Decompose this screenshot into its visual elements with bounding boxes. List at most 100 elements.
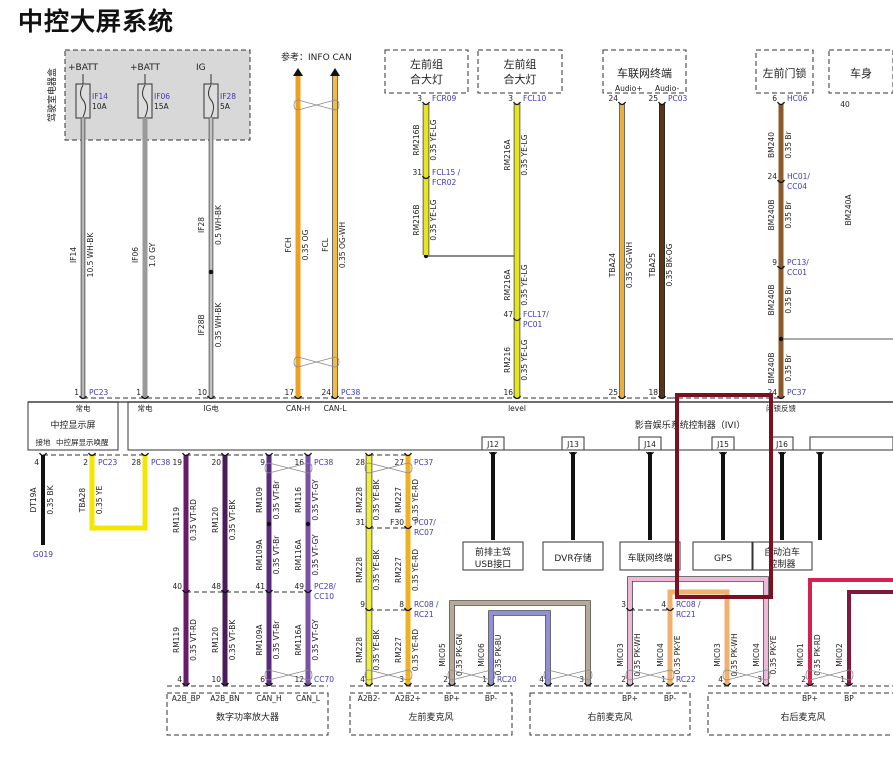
pin-terminal-icon bbox=[303, 589, 313, 594]
pin-terminal-icon bbox=[264, 589, 274, 594]
component-name: 左前麦克风 bbox=[408, 711, 453, 723]
connector-id: PC23 bbox=[89, 388, 109, 397]
wire-code: TBA24 bbox=[608, 253, 617, 279]
wire-spec: 0.35 Br bbox=[784, 130, 793, 158]
wire-code: RM228 bbox=[355, 487, 364, 513]
connector-id: RC07 bbox=[414, 528, 434, 537]
wire-spec: 0.35 OG-WH bbox=[338, 222, 347, 268]
wire-spec: 0.35 BK-OG bbox=[665, 243, 674, 286]
wire-outline bbox=[627, 576, 769, 685]
pin-terminal-icon bbox=[776, 179, 786, 184]
wire-code: RM109A bbox=[255, 624, 264, 656]
wire-spec: 0.35 PK-WH bbox=[730, 633, 739, 676]
ground-id: G019 bbox=[33, 550, 53, 559]
wire-spec: 0.35 VT-Br bbox=[272, 535, 281, 575]
wire-code: BM240B bbox=[767, 199, 776, 230]
wire-spec: 0.35 VT-BK bbox=[228, 499, 237, 541]
wire-spec: 0.35 VT-GY bbox=[311, 479, 320, 521]
pin-terminal-icon bbox=[330, 395, 340, 400]
j-connector-label-box bbox=[711, 436, 735, 451]
device-box bbox=[692, 541, 754, 571]
wire-code: RM228 bbox=[355, 637, 364, 663]
pin-number: 1 bbox=[482, 675, 487, 684]
wire-spec: 0.35 PK-WH bbox=[633, 633, 642, 676]
wire-code: RM227 bbox=[394, 557, 403, 583]
fuse-element-icon bbox=[80, 84, 86, 118]
pin-terminal-icon bbox=[364, 452, 374, 457]
pin-number: 10 bbox=[197, 388, 207, 397]
wire-spec: 0.35 VT-GY bbox=[311, 534, 320, 576]
twisted-pair-icon bbox=[364, 462, 413, 474]
pin-terminal-icon bbox=[776, 101, 786, 106]
wire-spec: 0.35 PK-YE bbox=[673, 635, 682, 674]
twisted-pair-icon bbox=[722, 669, 771, 681]
pin-number: 1 bbox=[840, 675, 845, 684]
connector-id: CC01 bbox=[787, 268, 807, 277]
pin-number: 16 bbox=[503, 388, 513, 397]
pin-number: 3 bbox=[621, 600, 626, 609]
pin-number: 19 bbox=[172, 458, 182, 467]
twisted-pair-icon bbox=[543, 669, 593, 681]
wire-spec: 0.35 Br bbox=[784, 200, 793, 228]
can-reference-label: 参考：INFO CAN bbox=[281, 51, 352, 63]
connector-id: PC38 bbox=[151, 458, 171, 467]
component-pin-label: BP+ bbox=[622, 694, 638, 703]
pin-number: 2 bbox=[443, 675, 448, 684]
pin-number: 2 bbox=[83, 458, 88, 467]
pin-terminal-icon bbox=[220, 589, 230, 594]
component-pin-label: BP+ bbox=[802, 694, 818, 703]
pin-terminal-icon bbox=[181, 589, 191, 594]
pin-terminal-icon bbox=[264, 682, 274, 687]
pin-terminal-icon bbox=[568, 451, 578, 456]
pin-number: 4 bbox=[360, 675, 365, 684]
pin-number: 28 bbox=[131, 458, 141, 467]
component-pin-label: A2B_BN bbox=[210, 694, 240, 703]
wire-spec: 0.35 YE-LG bbox=[520, 134, 529, 175]
module-pin-label: 闭锁反馈 bbox=[766, 403, 796, 413]
wire-spec: 0.35 YE-LG bbox=[520, 264, 529, 305]
component-name: 合大灯 bbox=[410, 72, 443, 86]
pin-terminal-icon bbox=[805, 682, 815, 687]
component-pin-label: Audio+ bbox=[615, 84, 643, 93]
component-name: 右后麦克风 bbox=[780, 711, 825, 723]
pin-number: 9 bbox=[772, 258, 777, 267]
j-connector-id: J14 bbox=[643, 440, 656, 449]
connector-id: HC01/ bbox=[787, 172, 810, 181]
wire bbox=[628, 577, 768, 685]
wire-spec: 10.5 WH-BK bbox=[86, 232, 95, 278]
component-pin-label: BP- bbox=[485, 694, 498, 703]
display-module-box bbox=[27, 401, 119, 451]
component-name: 车身 bbox=[850, 66, 872, 80]
connector-id: PC13/ bbox=[787, 258, 809, 267]
device-box bbox=[619, 541, 681, 571]
component-box bbox=[529, 692, 691, 736]
pin-number: 25 bbox=[648, 94, 658, 103]
wire bbox=[667, 589, 730, 685]
connector-id: PC37 bbox=[787, 388, 807, 397]
pin-terminal-icon bbox=[447, 682, 457, 687]
pin-number: 31 bbox=[412, 168, 422, 177]
pin-terminal-icon bbox=[625, 607, 635, 612]
j-connector-label-box bbox=[561, 436, 585, 451]
connector-id: CC70 bbox=[314, 675, 334, 684]
connector-id: RC08 / bbox=[414, 600, 439, 609]
pin-number: 10 bbox=[211, 675, 221, 684]
pin-terminal-icon bbox=[776, 395, 786, 400]
component-name: 右前麦克风 bbox=[587, 711, 632, 723]
wire-spec: 0.35 YE-RD bbox=[411, 479, 420, 521]
wire-code: RM116A bbox=[294, 624, 303, 656]
pin-terminal-icon bbox=[140, 452, 150, 457]
wire-spec: 0.35 PK-RD bbox=[813, 634, 822, 676]
wire-spec: 0.35 VT-RD bbox=[189, 499, 198, 541]
device-name: GPS bbox=[714, 554, 732, 564]
component-box bbox=[384, 49, 469, 94]
wire bbox=[808, 578, 893, 685]
highlight-box bbox=[675, 393, 773, 599]
pin-number: 24 bbox=[608, 94, 618, 103]
wire-spec: 0.35 YE-BK bbox=[372, 548, 381, 590]
wire-code: BM240 bbox=[767, 132, 776, 158]
pin-terminal-icon bbox=[776, 265, 786, 270]
pin-terminal-icon bbox=[421, 101, 431, 106]
pin-terminal-icon bbox=[403, 452, 413, 457]
fuse-id: IF14 bbox=[92, 92, 108, 101]
